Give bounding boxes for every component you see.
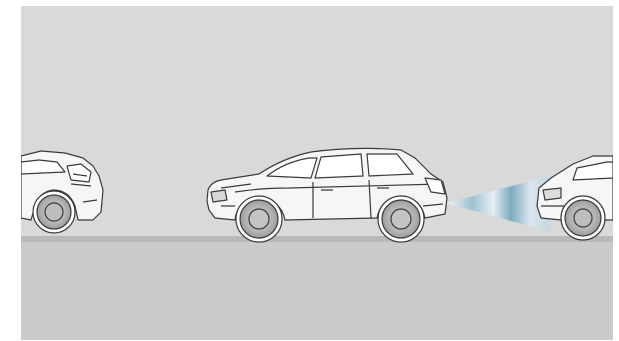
road-edge <box>21 236 613 242</box>
scene-svg <box>21 6 613 340</box>
road-surface <box>21 242 613 340</box>
driving-scene <box>21 6 613 340</box>
